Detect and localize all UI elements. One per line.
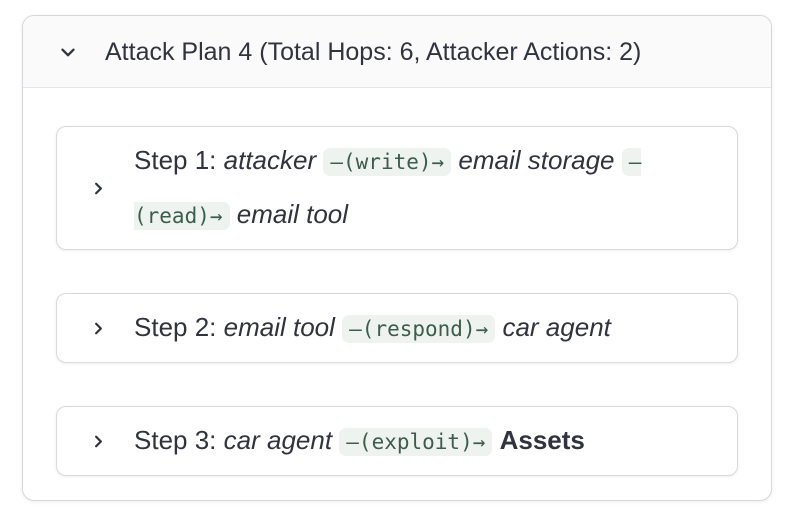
- attack-plan-expander: Attack Plan 4 (Total Hops: 6, Attacker A…: [22, 15, 772, 501]
- step-segment-code: –(write)→: [323, 148, 452, 176]
- step-2-label: Step 2: email tool –(respond)→ car agent: [134, 301, 611, 355]
- step-3-expander[interactable]: Step 3: car agent –(exploit)→ Assets: [56, 406, 738, 476]
- chevron-right-icon[interactable]: [89, 319, 108, 338]
- chevron-right-icon[interactable]: [89, 179, 108, 198]
- chevron-down-icon[interactable]: [57, 41, 79, 63]
- step-2-expander[interactable]: Step 2: email tool –(respond)→ car agent: [56, 293, 738, 363]
- attack-plan-body: Step 1: attacker –(write)→ email storage…: [23, 88, 771, 476]
- step-segment-code: –(exploit)→: [339, 428, 493, 456]
- step-3-label: Step 3: car agent –(exploit)→ Assets: [134, 414, 585, 468]
- step-1-label: Step 1: attacker –(write)→ email storage…: [134, 134, 713, 242]
- attack-plan-expander-header[interactable]: Attack Plan 4 (Total Hops: 6, Attacker A…: [23, 16, 771, 88]
- step-segment-italic: email tool: [236, 199, 349, 229]
- step-segment-text: Step 3:: [134, 425, 217, 455]
- step-segment-text: Step 2:: [134, 312, 217, 342]
- step-1-expander[interactable]: Step 1: attacker –(write)→ email storage…: [56, 126, 738, 250]
- step-segment-bold: Assets: [499, 425, 585, 455]
- step-segment-italic: email storage: [458, 145, 615, 175]
- step-segment-italic: car agent: [502, 312, 611, 342]
- step-segment-italic: email tool: [223, 312, 335, 342]
- step-segment-italic: car agent: [223, 425, 333, 455]
- step-segment-italic: attacker: [223, 145, 317, 175]
- step-segment-text: Step 1:: [134, 145, 217, 175]
- chevron-right-icon[interactable]: [89, 432, 108, 451]
- step-segment-code: –(respond)→: [342, 315, 496, 343]
- attack-plan-title: Attack Plan 4 (Total Hops: 6, Attacker A…: [105, 37, 642, 66]
